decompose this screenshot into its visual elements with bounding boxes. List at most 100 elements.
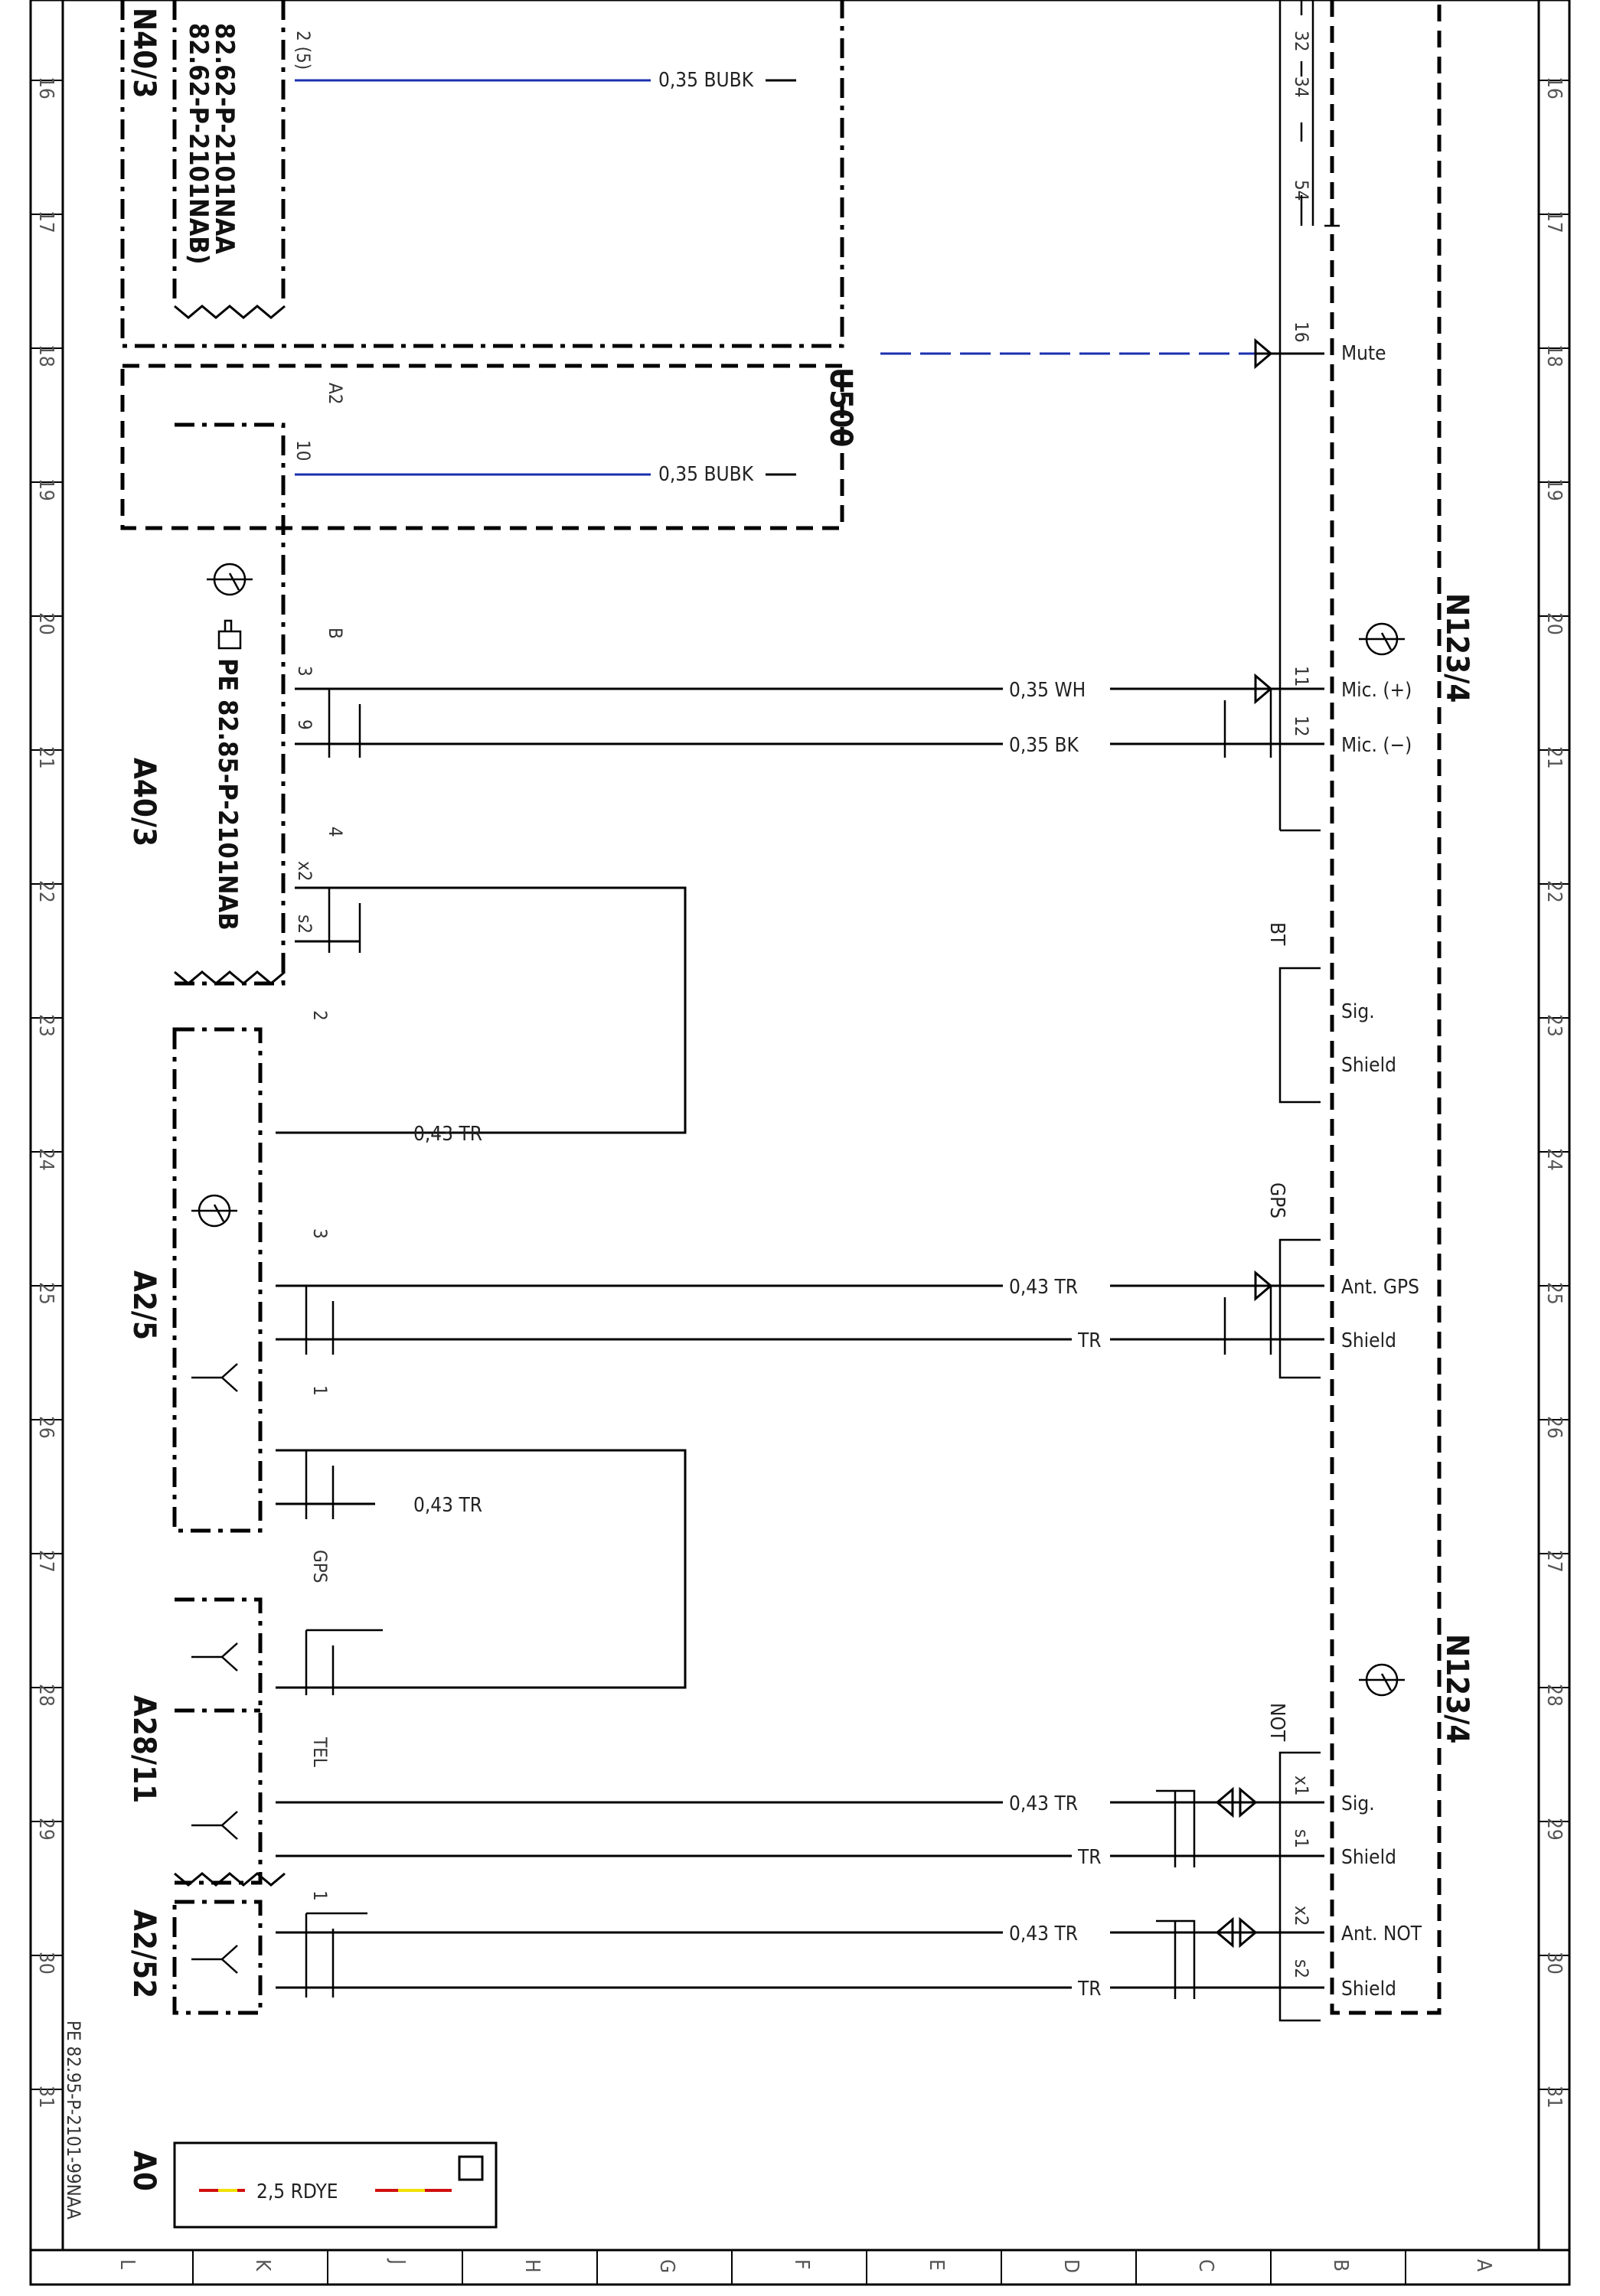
- shield-brackets: [305, 687, 1272, 1999]
- row-num: 18: [1543, 344, 1566, 367]
- row-num: 20: [1543, 612, 1566, 635]
- bt-bracket: [1278, 967, 1321, 1104]
- col-letter: G: [655, 2259, 678, 2273]
- transistor-icon: [191, 1194, 237, 1228]
- transistor-icon: [1359, 622, 1405, 656]
- row-num: 24: [34, 1148, 57, 1171]
- row-numbers-left: 16 17 18 19 20 21 22 23 24 25 26 27 28 2…: [34, 77, 57, 2108]
- wire-label-bubk-1: 0,35 BUBK: [658, 69, 754, 92]
- info-icon[interactable]: [458, 2155, 484, 2181]
- n40-3-box: [120, 0, 844, 348]
- row-num: 18: [34, 344, 57, 367]
- pin-label: s2: [1291, 1959, 1312, 1978]
- u500-label: U500: [823, 367, 858, 447]
- column-dividers: [192, 2250, 1406, 2285]
- col-letter: K: [251, 2259, 274, 2272]
- conn-label: 3: [309, 1228, 331, 1239]
- legend-label: 2,5 RDYE: [256, 2180, 338, 2203]
- row-num: 23: [34, 1014, 57, 1037]
- row-num: 23: [1543, 1014, 1566, 1037]
- row-num: 16: [34, 77, 57, 99]
- a28-11-box: [175, 1597, 263, 1885]
- row-num: 28: [1543, 1684, 1566, 1707]
- row-num: 16: [1543, 77, 1566, 99]
- n40-3-label: N40/3: [126, 8, 162, 98]
- row-num: 25: [34, 1282, 57, 1305]
- row-num: 21: [34, 746, 57, 769]
- pin-label: 12: [1291, 716, 1312, 736]
- pin-label: 2 (5): [292, 31, 314, 70]
- n123-4-box: [1330, 0, 1442, 2015]
- footer-ref: PE 82.95-P-2101-99NAA: [63, 2020, 84, 2219]
- shield-label: Shield: [1341, 1054, 1396, 1077]
- bt-label: BT: [1265, 922, 1288, 946]
- col-letter: D: [1060, 2259, 1082, 2273]
- n40-3-ref-1: 82.62-P-2101NAA: [209, 23, 240, 254]
- row-num: 22: [34, 880, 57, 903]
- pin-label: 10: [292, 440, 314, 461]
- shield-label: Shield: [1341, 1846, 1396, 1869]
- row-numbers-right: 16 17 18 19 20 21 22 23 24 25 26 27 28 2…: [1543, 77, 1566, 2108]
- row-num: 26: [34, 1416, 57, 1439]
- row-num: 24: [1543, 1148, 1566, 1171]
- pin-label: 3: [294, 666, 315, 677]
- ant-gps-label: Ant. GPS: [1341, 1276, 1419, 1299]
- a2-52-label: A2/52: [126, 1910, 162, 1998]
- wire-label-bubk-2: 0,35 BUBK: [658, 463, 754, 486]
- row-num: 19: [34, 478, 57, 501]
- a2-5-box: [172, 1027, 263, 1533]
- col-letter: L: [116, 2259, 139, 2269]
- pin-34-label: 34: [1291, 77, 1312, 97]
- n40-3-break-line: [174, 305, 286, 319]
- wire-label-tr: TR: [1077, 1846, 1102, 1869]
- a0-legend-box: [173, 2141, 498, 2229]
- col-letter: F: [790, 2259, 813, 2269]
- shield-label: Shield: [1341, 1978, 1396, 2001]
- wire-label-tr-loop2: 0,43 TR: [413, 1494, 482, 1517]
- wire-loop-1: [295, 886, 687, 1134]
- pin-label: 11: [1291, 666, 1312, 687]
- wire-label-gps: 0,43 TR: [1009, 1276, 1078, 1299]
- connector-arrows: [1215, 338, 1273, 1949]
- antenna-icon: [191, 1642, 238, 1671]
- n40-3-ref-2: 82.62-P-2101NAB): [183, 23, 214, 265]
- wire-label-bk: 0,35 BK: [1009, 734, 1079, 757]
- antenna-icon: [191, 1363, 238, 1392]
- a40-3-box: [175, 422, 286, 986]
- n123-top-pins: [1300, 0, 1340, 227]
- gps-label: GPS: [1265, 1182, 1288, 1218]
- wire-label-tr: TR: [1077, 1329, 1102, 1352]
- col-letter: C: [1194, 2259, 1217, 2272]
- gps-bracket: [1278, 1238, 1321, 1379]
- a40-3-label: A40/3: [126, 758, 162, 846]
- row-num: 28: [34, 1684, 57, 1707]
- row-num: 19: [1543, 478, 1566, 501]
- hand-pointer-icon: [217, 619, 242, 650]
- wire-label-tr-loop1: 0,43 TR: [413, 1123, 482, 1146]
- a0-label: A0: [126, 2151, 162, 2191]
- row-num: 29: [1543, 1818, 1566, 1841]
- conn-label: GPS: [309, 1550, 331, 1583]
- row-dividers: [31, 80, 1569, 2090]
- not-bracket: [1278, 1751, 1321, 2022]
- col-letter: H: [521, 2259, 544, 2273]
- col-letter: B: [1329, 2259, 1352, 2272]
- not-label: NOT: [1265, 1703, 1288, 1742]
- pin-label: 9: [294, 719, 315, 730]
- wire-label-not: 0,43 TR: [1009, 1792, 1078, 1815]
- sig-label: Sig.: [1341, 1792, 1375, 1815]
- wire-label-ant-not: 0,43 TR: [1009, 1923, 1078, 1945]
- ant-not-label: Ant. NOT: [1341, 1923, 1422, 1945]
- col-letter: E: [925, 2259, 948, 2271]
- row-num: 31: [1543, 2086, 1566, 2108]
- mic-plus-label: Mic. (+): [1341, 679, 1412, 702]
- pin-label: s1: [1291, 1829, 1312, 1848]
- pin-label: x2: [294, 861, 315, 882]
- pin-label: s2: [294, 915, 315, 934]
- row-num: 27: [34, 1550, 57, 1573]
- conn-label: 1: [309, 1890, 331, 1901]
- row-num: 30: [34, 1952, 57, 1975]
- conn-label: A2: [325, 383, 346, 405]
- a40-3-break-line: [174, 970, 286, 985]
- pin-16-label: 16: [1291, 321, 1312, 342]
